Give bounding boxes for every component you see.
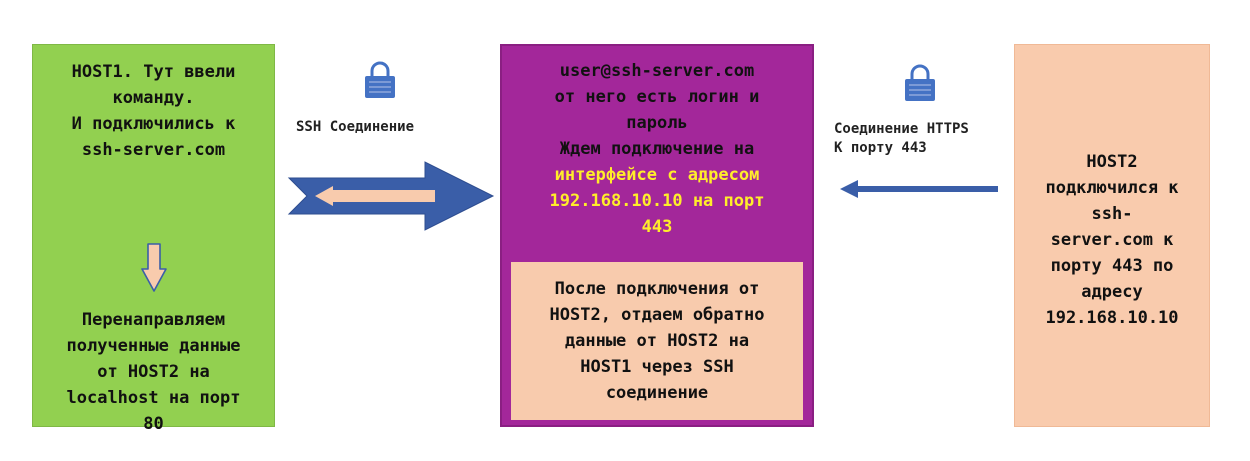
host1-redirect-line: полученные данные	[66, 336, 241, 356]
https-label-line: К порту 443	[834, 140, 927, 156]
server-highlight-line: интерфейсе с адресом	[554, 165, 760, 185]
server-line: user@ssh-server.com	[559, 61, 755, 81]
host2-box: HOST2 подключился к ssh- server.com к по…	[1014, 44, 1210, 427]
ssh-connection-label: SSH Соединение	[296, 119, 415, 135]
host2-line: подключился к	[1045, 178, 1179, 198]
host1-redirect-line: localhost на порт	[66, 388, 241, 408]
https-label-line: Соединение HTTPS	[834, 121, 969, 137]
server-line: пароль	[626, 113, 688, 133]
server-return-line: HOST2, отдаем обратно	[549, 305, 765, 325]
ssh-tunnel-arrow	[287, 161, 495, 231]
host2-line: адресу	[1081, 282, 1143, 302]
https-connection-label: Соединение HTTPS К порту 443	[834, 120, 969, 158]
https-arrow	[840, 180, 998, 198]
server-line: Ждем подключение на	[559, 139, 755, 159]
server-return-line: HOST1 через SSH	[580, 357, 734, 377]
host2-line: ssh-	[1091, 204, 1133, 224]
host1-description: HOST1. Тут ввели команду. И подключились…	[33, 59, 274, 163]
host2-description: HOST2 подключился к ssh- server.com к по…	[1015, 149, 1209, 331]
host2-line: HOST2	[1086, 152, 1138, 172]
host1-box: HOST1. Тут ввели команду. И подключились…	[32, 44, 275, 434]
host1-redirect-line: 80	[143, 414, 164, 434]
server-return-line: данные от HOST2 на	[564, 331, 750, 351]
server-highlight-line: 443	[641, 217, 673, 237]
host1-line: И подключились к	[71, 114, 236, 134]
lock-icon	[365, 61, 395, 98]
host2-line: порту 443 по	[1050, 256, 1174, 276]
server-return-box: После подключения от HOST2, отдаем обрат…	[511, 262, 803, 420]
host1-line: команду.	[112, 88, 195, 108]
server-return-line: соединение	[605, 383, 709, 403]
server-description: user@ssh-server.com от него есть логин и…	[506, 58, 808, 240]
down-arrow-icon	[141, 243, 167, 292]
lock-icon	[905, 64, 935, 101]
server-highlight-line: 192.168.10.10 на порт	[549, 191, 765, 211]
host1-redirect-text: Перенаправляем полученные данные от HOST…	[33, 307, 274, 437]
host2-line: server.com к	[1050, 230, 1174, 250]
host2-line: 192.168.10.10	[1045, 308, 1179, 328]
host1-line: ssh-server.com	[81, 140, 226, 160]
host1-line: HOST1. Тут ввели	[71, 62, 236, 82]
host1-redirect-line: Перенаправляем	[81, 310, 226, 330]
ssh-server-box: user@ssh-server.com от него есть логин и…	[500, 44, 814, 427]
host1-redirect-line: от HOST2 на	[97, 362, 210, 382]
server-line: от него есть логин и	[554, 87, 760, 107]
server-return-line: После подключения от	[554, 279, 760, 299]
